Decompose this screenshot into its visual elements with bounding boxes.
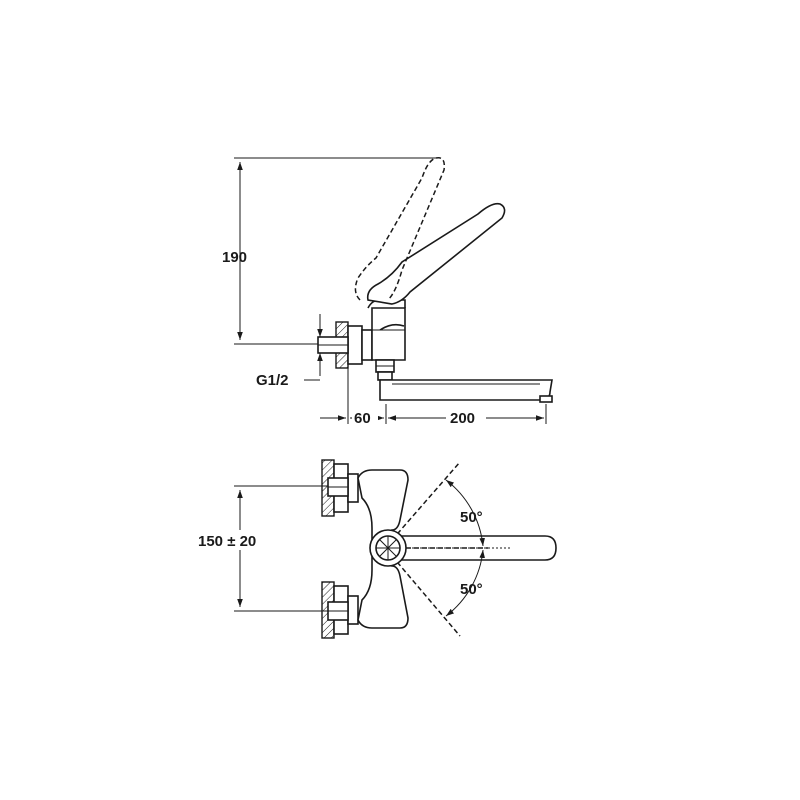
- union-nut-side: [361, 329, 373, 361]
- wall-flange-side: [347, 325, 363, 365]
- mixer-body-side: [371, 307, 406, 361]
- angle-arc-lower: [445, 549, 485, 617]
- dimension-thread-label: G1/2: [256, 372, 289, 389]
- dimension-spout-label: 200: [450, 410, 475, 427]
- side-view: 190 G1/2 60 200: [222, 157, 553, 427]
- top-view: 50° 50° 150 ± 20: [196, 459, 557, 639]
- spout-side: [379, 379, 553, 401]
- dimension-height-label: 190: [222, 249, 247, 266]
- dimension-spacing-label: 150 ± 20: [198, 533, 256, 550]
- angle-upper-label: 50°: [460, 509, 483, 526]
- dimension-offset-label: 60: [354, 410, 371, 427]
- angle-lower-label: 50°: [460, 581, 483, 598]
- lever-solid-side: [366, 202, 506, 305]
- lever-dashed-lower: [391, 555, 461, 637]
- angle-arc-upper: [445, 479, 485, 547]
- lever-dashed-upper: [391, 461, 461, 541]
- lever-dashed-side: [354, 157, 446, 301]
- spout-top: [394, 535, 557, 561]
